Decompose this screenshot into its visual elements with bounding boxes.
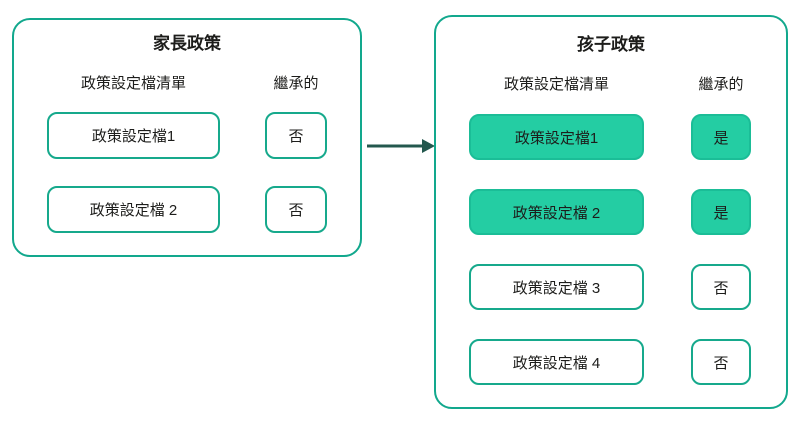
parent-policy-title: 家長政策 (153, 34, 221, 53)
policy-profile-row: 政策設定檔1 是 (436, 114, 786, 160)
policy-profile-row: 政策設定檔1 否 (14, 112, 360, 159)
policy-profile-row: 政策設定檔 2 是 (436, 189, 786, 235)
inherited-status-box: 是 (691, 189, 751, 235)
inherited-status-box: 是 (691, 114, 751, 160)
parent-rows: 政策設定檔1 否 政策設定檔 2 否 (14, 112, 360, 233)
policy-profile-row: 政策設定檔 2 否 (14, 186, 360, 233)
parent-inherited-column-header: 繼承的 (273, 75, 319, 92)
inheritance-arrow-right-icon (366, 132, 436, 160)
child-profiles-column-header: 政策設定檔清單 (503, 76, 609, 93)
inherited-status-box: 否 (265, 112, 327, 159)
profile-box: 政策設定檔1 (47, 112, 220, 159)
child-policy-title: 孩子政策 (577, 35, 645, 54)
parent-column-headers: 政策設定檔清單 繼承的 (14, 72, 360, 96)
profile-box: 政策設定檔 2 (47, 186, 220, 233)
parent-profiles-column-header: 政策設定檔清單 (80, 75, 186, 92)
parent-policy-panel: 家長政策 政策設定檔清單 繼承的 政策設定檔1 否 政策設定檔 2 否 (12, 18, 362, 257)
child-inherited-column-header: 繼承的 (698, 76, 744, 93)
inherited-status-box: 否 (691, 264, 751, 310)
child-policy-panel: 孩子政策 政策設定檔清單 繼承的 政策設定檔1 是 政策設定檔 2 是 政策設定… (434, 15, 788, 409)
policy-profile-row: 政策設定檔 4 否 (436, 339, 786, 385)
profile-box: 政策設定檔 3 (469, 264, 644, 310)
profile-box: 政策設定檔 4 (469, 339, 644, 385)
inherited-status-box: 否 (265, 186, 327, 233)
child-rows: 政策設定檔1 是 政策設定檔 2 是 政策設定檔 3 否 政策設定檔 4 否 (436, 114, 786, 385)
inherited-status-box: 否 (691, 339, 751, 385)
profile-box-inherited: 政策設定檔1 (469, 114, 644, 160)
child-column-headers: 政策設定檔清單 繼承的 (436, 73, 786, 97)
policy-profile-row: 政策設定檔 3 否 (436, 264, 786, 310)
profile-box-inherited: 政策設定檔 2 (469, 189, 644, 235)
